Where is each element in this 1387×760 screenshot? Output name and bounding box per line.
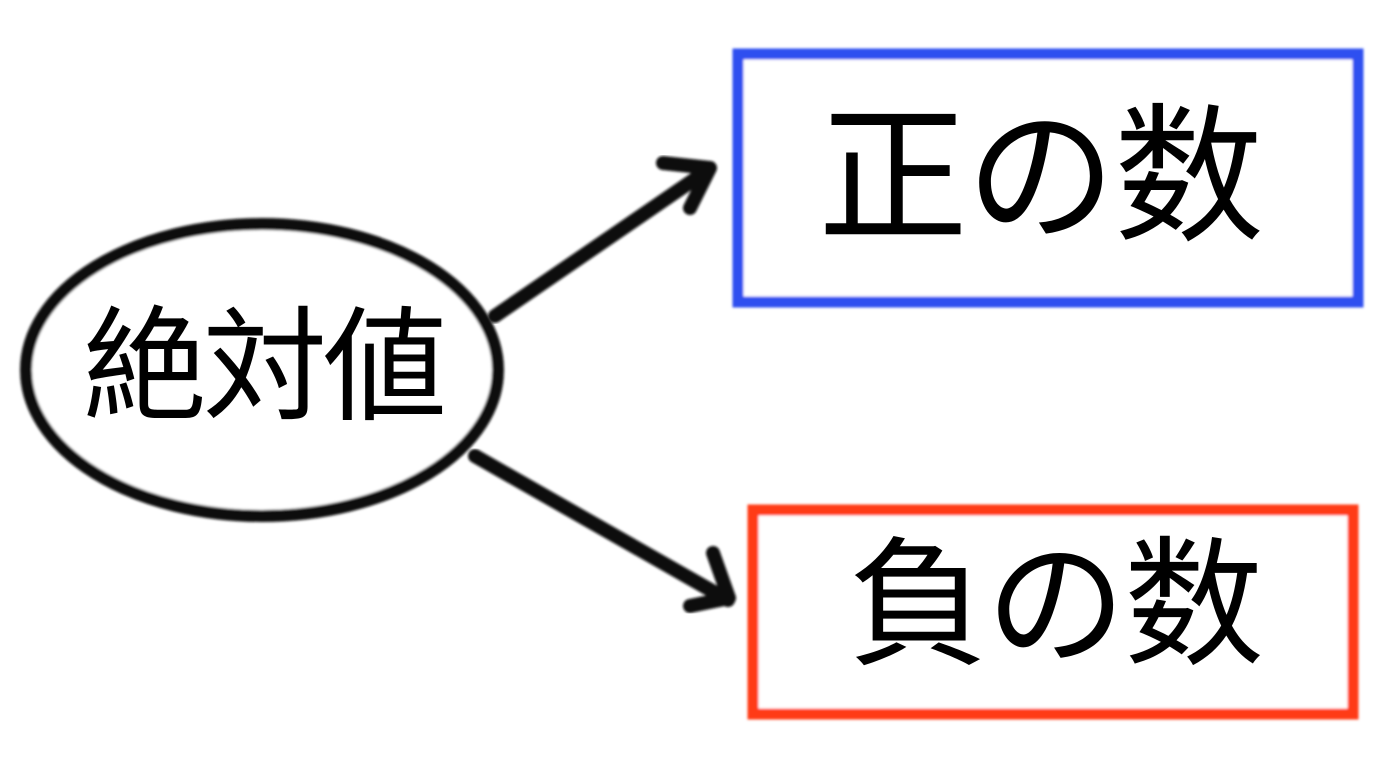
negative-node: 負の数 [747,504,1359,720]
source-label: 絶対値 [83,296,443,440]
positive-box [732,48,1364,308]
arrow-shaft-negative [468,449,735,607]
positive-label: 正の数 [818,91,1262,265]
arrow-to-positive [488,156,717,323]
negative-label: 負の数 [848,525,1262,688]
arrow-shaft-positive [488,163,715,323]
positive-node: 正の数 [732,48,1364,308]
source-node: 絶対値 [20,218,504,522]
arrow-head-positive [656,156,717,215]
arrow-head-negative [683,546,736,613]
negative-box [747,504,1359,720]
arrow-to-negative [468,449,736,613]
source-ellipse [20,218,504,522]
